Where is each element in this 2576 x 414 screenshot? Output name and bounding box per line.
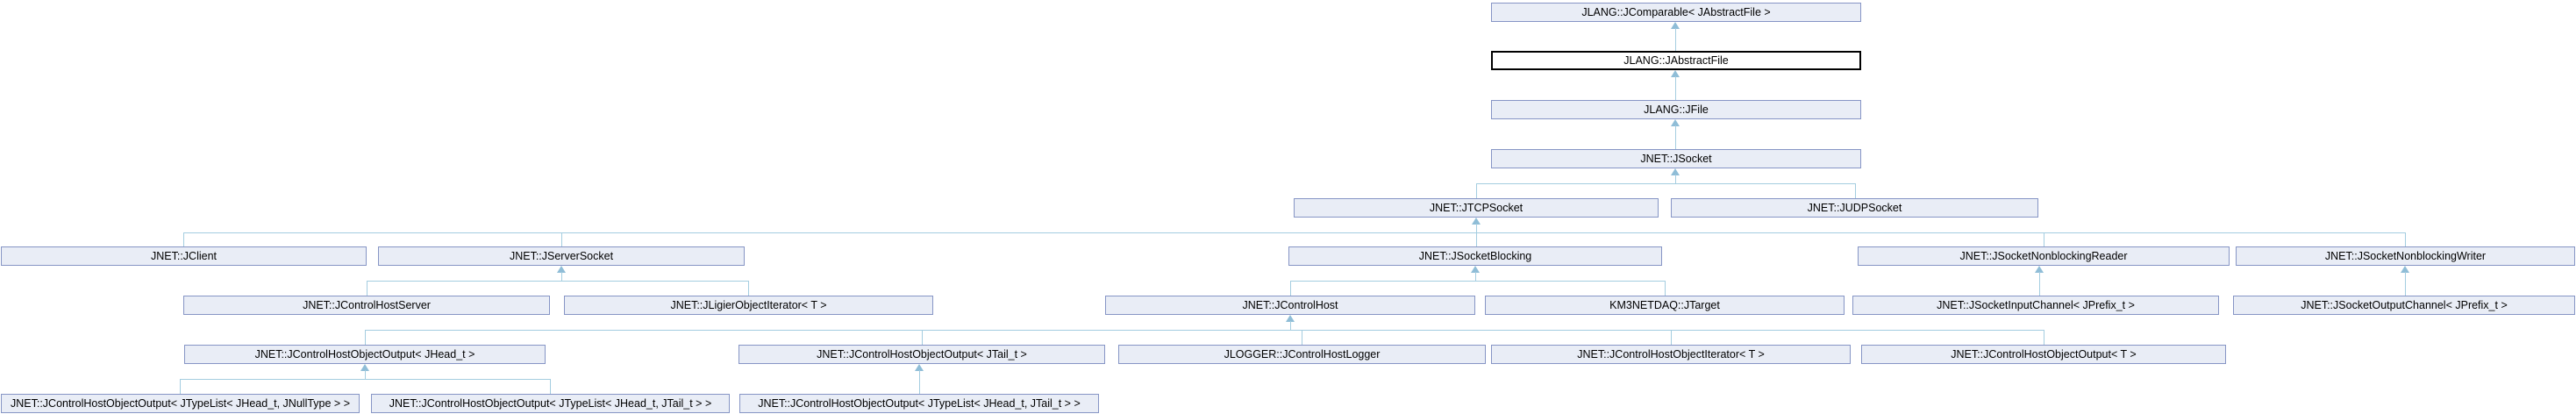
node-jsocketnonblockingreader[interactable]: JNET::JSocketNonblockingReader: [1858, 246, 2230, 266]
edge-children-jcontrolhost-bus: [365, 330, 2044, 331]
edge-jligierobjectiterator-drop: [748, 281, 749, 296]
node-jfile[interactable]: JLANG::JFile: [1491, 100, 1861, 119]
node-jligierobjectiterator[interactable]: JNET::JLigierObjectIterator< T >: [564, 296, 933, 315]
edge-output-jtail-drop: [922, 330, 923, 345]
edge-jtcpsocket-drop: [1476, 183, 1477, 198]
edge-jclient-drop: [183, 232, 184, 246]
node-jcontrolhost[interactable]: JNET::JControlHost: [1105, 296, 1475, 315]
node-jsocketnonblockingwriter[interactable]: JNET::JSocketNonblockingWriter: [2236, 246, 2575, 266]
edge-typelists-jhead-arrowhead-icon: [360, 364, 369, 371]
node-jclient[interactable]: JNET::JClient: [1, 246, 367, 266]
edge-jfile-abstractfile-arrowhead-icon: [1671, 70, 1680, 77]
node-jcontrolhostobjectiterator[interactable]: JNET::JControlHostObjectIterator< T >: [1491, 345, 1851, 364]
node-jserversocket[interactable]: JNET::JServerSocket: [378, 246, 745, 266]
edge-typelists-jhead-stem: [365, 370, 366, 379]
edge-children-jsocketblocking-stem: [1475, 272, 1476, 281]
edge-children-jcontrolhost-stem: [1290, 321, 1291, 330]
edge-outputchannel-writer-arrowhead-icon: [2401, 266, 2409, 273]
edge-jfile-abstractfile-line: [1675, 76, 1676, 100]
edge-judpsocket-drop: [1855, 183, 1856, 198]
edge-children-jsocketblocking-arrowhead-icon: [1471, 266, 1480, 273]
node-jsocket[interactable]: JNET::JSocket: [1491, 149, 1861, 168]
edge-typelist-jtail-right-arrowhead-icon: [915, 364, 924, 371]
edge-children-jserversocket-stem: [561, 272, 562, 281]
node-jtcpsocket[interactable]: JNET::JTCPSocket: [1294, 198, 1659, 218]
edge-typelist-jnulltype-drop: [180, 379, 181, 394]
edge-typelist-jtail-right-line: [919, 370, 920, 394]
edge-children-jserversocket-arrowhead-icon: [557, 266, 566, 273]
edge-children-jtcpsocket-stem: [1476, 224, 1477, 246]
edge-typelist-jtail-left-drop: [550, 379, 551, 394]
node-jabstractfile-current: JLANG::JAbstractFile: [1491, 51, 1861, 70]
edge-sockets-jsocket-bus: [1476, 183, 1856, 184]
node-jcontrolhostobjectoutput-jhead[interactable]: JNET::JControlHostObjectOutput< JHead_t …: [184, 345, 546, 364]
edge-abstractfile-comparable-line: [1675, 28, 1676, 51]
edge-inputchannel-reader-line: [2039, 272, 2040, 296]
node-jsocketinputchannel[interactable]: JNET::JSocketInputChannel< JPrefix_t >: [1852, 296, 2219, 315]
edge-children-jtcpsocket-bus: [183, 232, 2406, 233]
node-jcontrolhostobjectoutput-typelist-jtail-left[interactable]: JNET::JControlHostObjectOutput< JTypeLis…: [371, 394, 730, 413]
node-jsocketoutputchannel[interactable]: JNET::JSocketOutputChannel< JPrefix_t >: [2233, 296, 2575, 315]
edge-jsocket-jfile-arrowhead-icon: [1671, 119, 1680, 126]
edge-jcontrolhost-drop: [1290, 281, 1291, 296]
edge-output-jhead-drop: [365, 330, 366, 345]
edge-sockets-jsocket-arrowhead-icon: [1671, 168, 1680, 175]
node-jcontrolhostobjectoutput-typelist-jnulltype[interactable]: JNET::JControlHostObjectOutput< JTypeLis…: [1, 394, 360, 413]
edge-outputchannel-writer-line: [2405, 272, 2406, 296]
node-judpsocket[interactable]: JNET::JUDPSocket: [1671, 198, 2038, 218]
node-jcontrolhostobjectoutput-t[interactable]: JNET::JControlHostObjectOutput< T >: [1861, 345, 2226, 364]
edge-jsocketnonblockingwriter-drop: [2405, 232, 2406, 246]
node-jcomparable-jabstractfile[interactable]: JLANG::JComparable< JAbstractFile >: [1491, 3, 1861, 22]
edge-sockets-jsocket-stem: [1675, 175, 1676, 184]
edge-children-jcontrolhost-arrowhead-icon: [1286, 315, 1295, 322]
edge-jtarget-drop: [1665, 281, 1666, 296]
node-jcontrolhostobjectoutput-typelist-jtail-right[interactable]: JNET::JControlHostObjectOutput< JTypeLis…: [739, 394, 1099, 413]
node-jsocketblocking[interactable]: JNET::JSocketBlocking: [1288, 246, 1662, 266]
node-jcontrolhostlogger[interactable]: JLOGGER::JControlHostLogger: [1118, 345, 1486, 364]
edge-inputchannel-reader-arrowhead-icon: [2035, 266, 2044, 273]
node-jcontrolhostobjectoutput-jtail[interactable]: JNET::JControlHostObjectOutput< JTail_t …: [739, 345, 1105, 364]
edge-children-jserversocket-bus: [367, 281, 749, 282]
edge-typelists-jhead-bus: [180, 379, 551, 380]
node-jcontrolhostserver[interactable]: JNET::JControlHostServer: [183, 296, 550, 315]
edge-jsocket-jfile-line: [1675, 125, 1676, 149]
edge-jserversocket-drop: [561, 232, 562, 246]
edge-jcontrolhostobjectiterator-drop: [1671, 330, 1672, 345]
edge-children-jsocketblocking-bus: [1290, 281, 1666, 282]
edge-children-jtcpsocket-arrowhead-icon: [1472, 218, 1481, 225]
node-jtarget[interactable]: KM3NETDAQ::JTarget: [1485, 296, 1845, 315]
edge-abstractfile-comparable-arrowhead-icon: [1671, 22, 1680, 29]
